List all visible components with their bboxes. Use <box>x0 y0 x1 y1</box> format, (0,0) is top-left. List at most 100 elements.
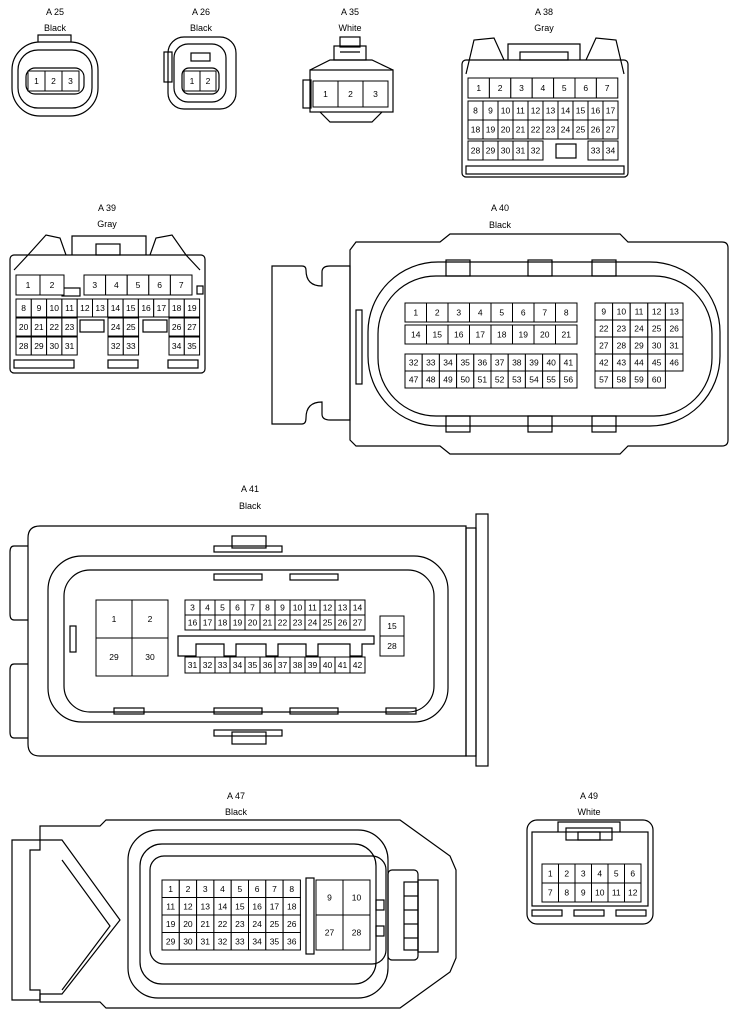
pin-number: 30 <box>145 652 155 662</box>
pin-cell <box>595 77 619 99</box>
pin-number: 4 <box>220 884 225 894</box>
pin-number: 8 <box>265 603 270 613</box>
pin-number: 5 <box>220 603 225 613</box>
connector-title: A 47 <box>227 791 245 801</box>
pin-number: 37 <box>495 358 505 368</box>
pin-number: 18 <box>287 901 297 911</box>
pin-number: 26 <box>591 125 601 135</box>
pin-number: 5 <box>237 884 242 894</box>
pin-number: 8 <box>564 888 569 898</box>
pin-number: 29 <box>486 146 496 156</box>
pin-number: 12 <box>652 307 662 317</box>
pin-number: 16 <box>454 330 464 340</box>
pin-number: 22 <box>531 125 541 135</box>
pin-number: 13 <box>95 303 105 313</box>
pin-number: 1 <box>112 614 117 624</box>
pin-number: 22 <box>599 324 609 334</box>
pin-number: 36 <box>478 358 488 368</box>
pin-cell <box>61 70 80 92</box>
pin-number: 17 <box>606 106 616 116</box>
pin-number: 39 <box>529 358 539 368</box>
pin-number: 19 <box>166 919 176 929</box>
pin-number: 34 <box>252 936 262 946</box>
pin-number: 28 <box>387 641 397 651</box>
pin-number: 49 <box>443 375 453 385</box>
pin-number: 2 <box>564 869 569 879</box>
pin-number: 21 <box>263 618 273 628</box>
connector-title: A 35 <box>341 7 359 17</box>
pin-number: 9 <box>581 888 586 898</box>
pin-number: 5 <box>136 280 141 290</box>
pin-number: 16 <box>141 303 151 313</box>
pin-number: 31 <box>516 146 526 156</box>
pin-number: 46 <box>669 358 679 368</box>
pin-number: 12 <box>183 901 193 911</box>
pin-number: 6 <box>157 280 162 290</box>
pin-number: 25 <box>270 919 280 929</box>
pin-number: 34 <box>443 358 453 368</box>
pin-number: 2 <box>435 308 440 318</box>
pin-number: 35 <box>248 660 258 670</box>
connector-color: Gray <box>534 23 554 33</box>
pin-number: 15 <box>387 621 397 631</box>
pin-number: 26 <box>669 324 679 334</box>
pin-number: 11 <box>166 901 175 911</box>
pin-number: 50 <box>460 375 470 385</box>
pin-cell <box>282 932 301 951</box>
pin-number: 1 <box>413 308 418 318</box>
pin-number: 6 <box>255 884 260 894</box>
pin-number: 9 <box>601 307 606 317</box>
pin-number: 23 <box>235 919 245 929</box>
pin-number: 1 <box>323 89 328 99</box>
pin-number: 34 <box>233 660 243 670</box>
pin-number: 1 <box>476 83 481 93</box>
pin-number: 30 <box>501 146 511 156</box>
connector-title: A 41 <box>241 484 259 494</box>
pin-cell <box>312 80 339 108</box>
pin-number: 35 <box>187 341 197 351</box>
pin-number: 20 <box>19 322 29 332</box>
pin-number: 5 <box>499 308 504 318</box>
pin-number: 29 <box>634 341 644 351</box>
pin-number: 23 <box>546 125 556 135</box>
pin-number: 52 <box>495 375 505 385</box>
pin-number: 18 <box>471 125 481 135</box>
pin-number: 15 <box>576 106 586 116</box>
pin-number: 21 <box>562 330 572 340</box>
pin-number: 8 <box>473 106 478 116</box>
pin-number: 16 <box>252 901 262 911</box>
pin-cell <box>39 274 65 296</box>
pin-number: 28 <box>19 341 29 351</box>
pin-number: 22 <box>278 618 288 628</box>
pin-number: 2 <box>186 884 191 894</box>
pin-number: 13 <box>546 106 556 116</box>
pin-number: 10 <box>595 888 605 898</box>
pin-number: 3 <box>92 280 97 290</box>
pin-grid: 15 <box>379 615 405 637</box>
pin-cell <box>122 336 140 356</box>
pin-number: 19 <box>233 618 243 628</box>
pin-number: 11 <box>308 603 317 613</box>
pin-number: 24 <box>111 322 121 332</box>
pin-number: 31 <box>669 341 679 351</box>
pin-number: 32 <box>218 936 228 946</box>
pin-number: 41 <box>338 660 348 670</box>
pin-number: 19 <box>486 125 496 135</box>
pin-number: 8 <box>289 884 294 894</box>
pin-number: 10 <box>617 307 627 317</box>
pin-number: 51 <box>478 375 488 385</box>
pin-number: 56 <box>564 375 574 385</box>
pin-number: 2 <box>206 76 211 86</box>
pin-number: 3 <box>68 76 73 86</box>
pin-number: 3 <box>203 884 208 894</box>
pin-number: 11 <box>516 106 525 116</box>
